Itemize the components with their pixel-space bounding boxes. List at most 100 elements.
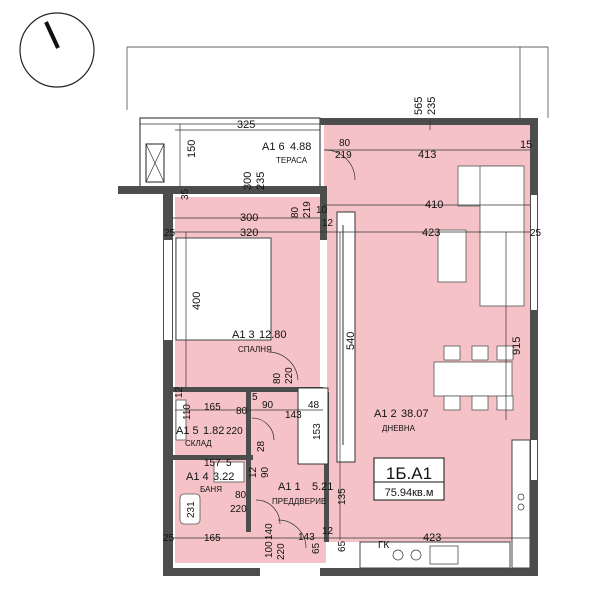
room-name: БАНЯ bbox=[200, 485, 222, 494]
dim-bed-10: 10 bbox=[316, 205, 328, 216]
dim-living-540: 540 bbox=[345, 332, 357, 350]
dim-h-220: 220 bbox=[276, 543, 287, 560]
dim-terrace-depth: 150 bbox=[186, 140, 198, 158]
door-swings bbox=[251, 149, 356, 549]
dim-living-915: 915 bbox=[511, 337, 523, 355]
dim-s-5: 5 bbox=[252, 392, 258, 403]
dim-h-143: 143 bbox=[298, 532, 315, 543]
room-area: 3.22 bbox=[213, 471, 234, 483]
kitchen-gk-label: ГК bbox=[378, 540, 389, 551]
dim-b-5: 5 bbox=[226, 458, 232, 469]
room-hall: А1 1 5.21 ПРЕДДВЕРИЕ bbox=[272, 481, 333, 506]
room-number: А1 1 bbox=[278, 481, 301, 493]
dim-living-413: 413 bbox=[418, 149, 436, 161]
dim-s-153: 153 bbox=[312, 423, 323, 440]
dim-bed-219: 219 bbox=[302, 201, 313, 218]
dim-living-15: 15 bbox=[520, 139, 532, 151]
kitchen bbox=[359, 439, 531, 569]
dim-bottom-65: 65 bbox=[337, 540, 348, 552]
room-labels: А1 6 4.88 ТЕРАСА А1 3 12.80 СПАЛНЯ А1 2 … bbox=[176, 141, 429, 506]
unit-area: 75.94кв.м bbox=[385, 487, 434, 499]
room-area: 12.80 bbox=[259, 329, 287, 341]
dim-s-48: 48 bbox=[308, 400, 320, 411]
room-number: А1 6 bbox=[262, 141, 285, 153]
room-bathroom: А1 4 3.22 БАНЯ bbox=[186, 471, 234, 494]
dim-door-80: 80 bbox=[272, 372, 283, 384]
dim-h-135: 135 bbox=[337, 488, 348, 505]
room-name: СКЛАД bbox=[185, 439, 212, 448]
dim-h-65: 65 bbox=[311, 542, 322, 554]
unit-label: 1Б.А1 bbox=[386, 464, 432, 483]
dim-bottom-423: 423 bbox=[423, 532, 441, 544]
dim-b-80: 80 bbox=[235, 490, 247, 501]
room-bedroom: А1 3 12.80 СПАЛНЯ bbox=[232, 329, 287, 354]
dim-b-12: 12 bbox=[248, 466, 259, 478]
dim-door-220: 220 bbox=[284, 367, 295, 384]
dim-terrace-door-w: 235 bbox=[255, 172, 267, 190]
room-number: А1 5 bbox=[176, 425, 199, 437]
room-area: 5.21 bbox=[312, 481, 333, 493]
room-name: ДНЕВНА bbox=[382, 424, 416, 433]
dim-s-90: 90 bbox=[262, 400, 274, 411]
dimension-lines bbox=[172, 120, 530, 540]
dim-s-165: 165 bbox=[204, 402, 221, 413]
dim-living-219: 219 bbox=[335, 150, 352, 161]
room-terrace: А1 6 4.88 ТЕРАСА bbox=[262, 141, 311, 165]
room-number: А1 2 bbox=[374, 408, 397, 420]
room-number: А1 3 bbox=[232, 329, 255, 341]
dim-living-80: 80 bbox=[339, 138, 351, 149]
dim-top-565: 565 bbox=[413, 97, 425, 115]
terrace bbox=[139, 117, 321, 191]
room-area: 4.88 bbox=[290, 141, 311, 153]
dim-bed-300: 300 bbox=[240, 212, 258, 224]
room-area: 1.82 bbox=[203, 425, 224, 437]
dining-table bbox=[433, 345, 514, 411]
dim-s-12: 12 bbox=[174, 386, 185, 398]
dim-s-143: 143 bbox=[285, 410, 302, 421]
room-name: ТЕРАСА bbox=[276, 156, 308, 165]
dim-b-220: 220 bbox=[230, 504, 247, 515]
dim-living-410: 410 bbox=[425, 199, 443, 211]
building-outline bbox=[126, 46, 549, 118]
unit-label-box: 1Б.А1 75.94кв.м bbox=[373, 457, 445, 501]
room-living: А1 2 38.07 ДНЕВНА bbox=[374, 408, 429, 433]
storage-fill bbox=[175, 391, 248, 460]
dim-right-25: 25 bbox=[530, 228, 542, 239]
dim-bottom-165: 165 bbox=[204, 533, 221, 544]
sofa bbox=[437, 165, 525, 307]
dim-s-220: 220 bbox=[226, 426, 243, 437]
room-number: А1 4 bbox=[186, 471, 209, 483]
dim-h-100: 100 bbox=[264, 541, 275, 558]
dim-left-25: 25 bbox=[164, 228, 176, 239]
dim-s-28: 28 bbox=[256, 440, 267, 452]
dim-bed-400: 400 bbox=[191, 292, 203, 310]
dim-h-140: 140 bbox=[264, 523, 275, 540]
wardrobe bbox=[297, 211, 356, 465]
dim-s-80: 80 bbox=[236, 406, 248, 417]
north-arrow-icon bbox=[19, 12, 95, 88]
dim-b-157: 157 bbox=[204, 458, 221, 469]
dim-bottom-25: 25 bbox=[163, 533, 175, 544]
dim-bed-80: 80 bbox=[290, 206, 301, 218]
room-storage: А1 5 1.82 СКЛАД bbox=[176, 425, 224, 448]
dim-b-231: 231 bbox=[186, 501, 197, 518]
bath-fixtures bbox=[175, 399, 245, 525]
dim-living-423-top: 423 bbox=[422, 227, 440, 239]
dim-h-12: 12 bbox=[322, 526, 334, 537]
room-name: ПРЕДДВЕРИЕ bbox=[272, 497, 326, 506]
dim-terrace-door-h: 300 bbox=[242, 172, 254, 190]
dim-terrace-width: 325 bbox=[237, 119, 255, 131]
dim-s-110: 110 bbox=[182, 404, 193, 420]
room-area: 38.07 bbox=[401, 408, 429, 420]
dim-bed-12: 12 bbox=[322, 218, 334, 229]
room-name: СПАЛНЯ bbox=[238, 345, 272, 354]
bed bbox=[175, 237, 272, 341]
dim-bed-35: 35 bbox=[180, 188, 191, 200]
hall-lower-fill bbox=[175, 530, 326, 563]
dim-b-90: 90 bbox=[260, 466, 271, 478]
dim-bed-320: 320 bbox=[240, 227, 258, 239]
dim-top-235: 235 bbox=[426, 97, 438, 115]
walls bbox=[118, 118, 538, 576]
dimension-labels: 325 150 300 235 565 235 80 219 413 15 35… bbox=[163, 97, 542, 560]
